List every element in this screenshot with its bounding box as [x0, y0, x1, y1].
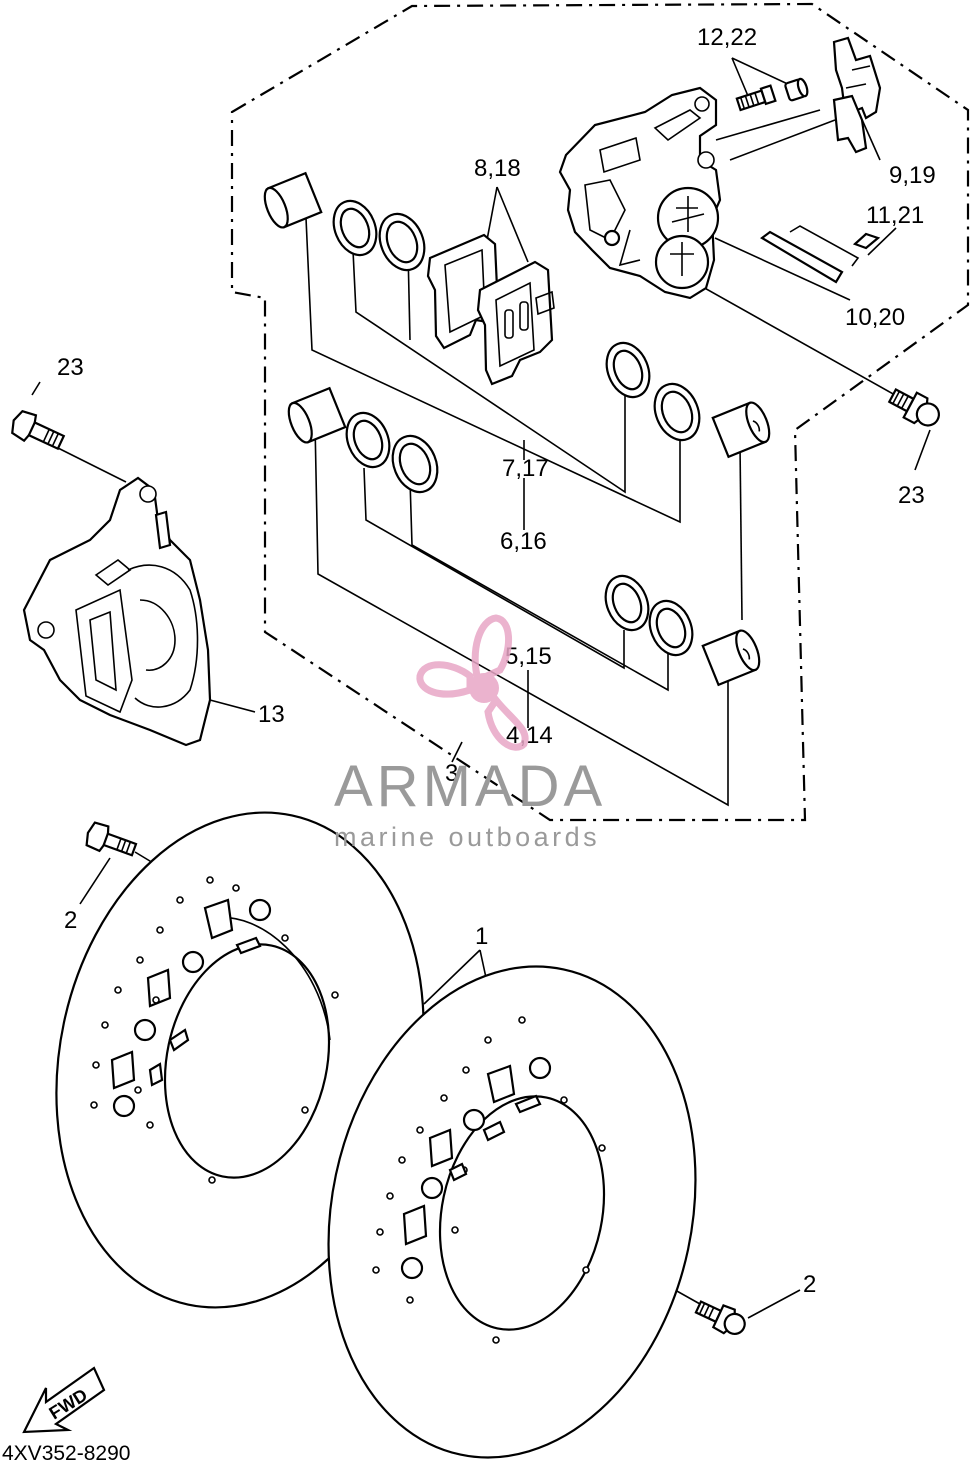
- watermark: ARMADA marine outboards: [334, 614, 606, 852]
- callout-9-19: 9,19: [889, 162, 936, 189]
- fwd-arrow-icon: FWD: [22, 1366, 106, 1434]
- callout-23-right: 23: [898, 482, 925, 509]
- callout-12-22: 12,22: [697, 24, 757, 51]
- callout-10-20: 10,20: [845, 304, 905, 331]
- pad-pin: [760, 225, 881, 284]
- propeller-logo-icon: [416, 614, 529, 751]
- callout-5-15: 5,15: [505, 643, 552, 670]
- caliper-assembly-left: [22, 476, 212, 747]
- callout-3: 3: [445, 760, 458, 787]
- watermark-tagline: marine outboards: [334, 822, 600, 852]
- pad-spring: [832, 36, 882, 154]
- brake-pads: [426, 233, 555, 386]
- callout-23-left: 23: [57, 354, 84, 381]
- caliper-bolt-left: [11, 409, 66, 451]
- brake-disc-right: [327, 965, 697, 1459]
- callout-8-18: 8,18: [474, 155, 521, 182]
- callout-2-top: 2: [64, 907, 77, 934]
- brake-disc-left: [55, 811, 425, 1309]
- caliper-body-right: [558, 86, 722, 300]
- caliper-bolt-right: [887, 388, 940, 427]
- pistons: [263, 171, 771, 687]
- callout-13: 13: [258, 701, 285, 728]
- callout-labels: 12,22 8,18 9,19 11,21 10,20 23 7,17 23 6…: [2, 24, 936, 1464]
- diagram-code: 4XV352-8290: [2, 1442, 130, 1464]
- callout-2-bottom: 2: [803, 1271, 816, 1298]
- bleed-screw: [735, 77, 809, 112]
- disc-bolt-bottom: [694, 1300, 746, 1336]
- watermark-brand: ARMADA: [334, 754, 606, 819]
- callout-6-16: 6,16: [500, 528, 547, 555]
- disc-bolt-top: [85, 821, 138, 857]
- callout-7-17: 7,17: [502, 455, 549, 482]
- piston-seals: [332, 199, 701, 657]
- callout-11-21: 11,21: [866, 202, 924, 229]
- callout-1: 1: [475, 923, 488, 950]
- assembly-boundary: [230, 2, 970, 822]
- leader-lines: [31, 57, 931, 1319]
